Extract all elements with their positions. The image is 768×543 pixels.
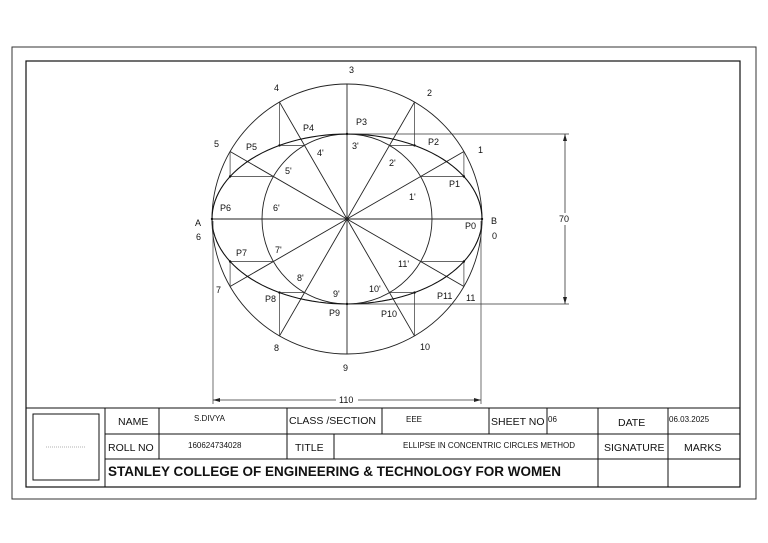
ellipse-point-7 bbox=[228, 260, 232, 263]
minor-label-3: 3' bbox=[352, 141, 359, 151]
class-label: CLASS /SECTION bbox=[289, 415, 376, 427]
title-block: NAME S.DIVYA CLASS /SECTION EEE SHEET NO… bbox=[25, 407, 741, 488]
minor-label-10: 10' bbox=[369, 284, 381, 294]
major-axis-dimension: 110 bbox=[212, 221, 482, 405]
ellipse-point-4 bbox=[278, 144, 281, 147]
name-value: S.DIVYA bbox=[194, 414, 226, 423]
point-label-p5: P5 bbox=[246, 142, 257, 152]
point-label-p6: P6 bbox=[220, 203, 231, 213]
minor-label-11: 11' bbox=[398, 259, 409, 269]
minor-label-6: 6' bbox=[273, 203, 280, 213]
class-value: EEE bbox=[406, 415, 422, 424]
signature-label: SIGNATURE bbox=[604, 442, 664, 454]
division-label-1: 1 bbox=[478, 145, 483, 155]
minor-dimension-text: 70 bbox=[559, 214, 569, 224]
ellipse-point-8 bbox=[278, 291, 281, 294]
title-label: TITLE bbox=[295, 442, 324, 454]
division-label-11: 11 bbox=[466, 293, 475, 303]
ellipse-point-0 bbox=[480, 217, 484, 221]
division-label-7: 7 bbox=[216, 285, 221, 295]
point-label-p7: P7 bbox=[236, 248, 247, 258]
ellipse-point-6 bbox=[210, 217, 214, 221]
minor-label-2: 2' bbox=[389, 158, 396, 168]
date-label: DATE bbox=[618, 417, 645, 429]
minor-label-5: 5' bbox=[285, 166, 292, 176]
ellipse-point-1 bbox=[462, 175, 466, 178]
minor-label-8: 8' bbox=[297, 273, 304, 283]
name-label: NAME bbox=[118, 416, 148, 428]
minor-label-4: 4' bbox=[317, 148, 324, 158]
point-label-p4: P4 bbox=[303, 123, 314, 133]
point-label-p8: P8 bbox=[265, 294, 276, 304]
outer-border bbox=[11, 46, 757, 500]
date-value: 06.03.2025 bbox=[669, 415, 710, 424]
ellipse-point-11 bbox=[462, 260, 466, 263]
point-label-p9: P9 bbox=[329, 308, 340, 318]
point-label-p1: P1 bbox=[449, 179, 460, 189]
point-label-p0: P0 bbox=[465, 221, 476, 231]
minor-label-1: 1' bbox=[409, 192, 416, 202]
marks-label: MARKS bbox=[684, 442, 721, 454]
point-label-p11: P11 bbox=[437, 291, 452, 301]
end-label-a: A bbox=[195, 218, 201, 228]
roll-no-label: ROLL NO bbox=[108, 442, 154, 454]
point-label-p10: P10 bbox=[381, 309, 397, 319]
ellipse-point-10 bbox=[413, 291, 416, 294]
ellipse-point-3 bbox=[345, 132, 349, 136]
division-label-5: 5 bbox=[214, 139, 219, 149]
ellipse bbox=[210, 132, 484, 306]
point-labels: P0 P1 P2 P3 P4 P5 P6 P7 P8 P9 P10 P11 bbox=[220, 117, 476, 319]
division-label-10: 10 bbox=[420, 342, 430, 352]
minor-label-7: 7' bbox=[275, 245, 282, 255]
end-label-b: B bbox=[491, 216, 497, 226]
college-logo-box bbox=[32, 413, 100, 481]
division-label-2: 2 bbox=[427, 88, 432, 98]
point-label-p2: P2 bbox=[428, 137, 439, 147]
sheet-no-value: 06 bbox=[548, 415, 557, 424]
title-value: ELLIPSE IN CONCENTRIC CIRCLES METHOD bbox=[403, 441, 575, 450]
roll-no-value: 160624734028 bbox=[188, 441, 242, 450]
division-label-0: 0 bbox=[492, 231, 497, 241]
major-dimension-text: 110 bbox=[339, 395, 353, 405]
division-label-4: 4 bbox=[274, 83, 279, 93]
division-label-3: 3 bbox=[349, 65, 354, 75]
ellipse-point-9 bbox=[345, 302, 349, 306]
division-label-8: 8 bbox=[274, 343, 279, 353]
construction-lines bbox=[211, 83, 483, 355]
diameter-line-5 bbox=[229, 151, 465, 287]
minor-axis-dimension: 70 bbox=[350, 133, 569, 305]
minor-label-9: 9' bbox=[333, 289, 340, 299]
college-name: STANLEY COLLEGE OF ENGINEERING & TECHNOL… bbox=[108, 464, 561, 479]
minor-division-labels: 1' 2' 3' 4' 5' 6' 7' 8' 9' 10' 11' bbox=[273, 141, 416, 299]
point-label-p3: P3 bbox=[356, 117, 367, 127]
ellipse-point-2 bbox=[413, 144, 416, 147]
division-label-6: 6 bbox=[196, 232, 201, 242]
ellipse-point-5 bbox=[228, 175, 232, 178]
division-labels: 0 1 2 3 4 5 6 7 8 9 10 11 bbox=[196, 65, 497, 373]
sheet-no-label: SHEET NO bbox=[491, 416, 544, 428]
division-label-9: 9 bbox=[343, 363, 348, 373]
